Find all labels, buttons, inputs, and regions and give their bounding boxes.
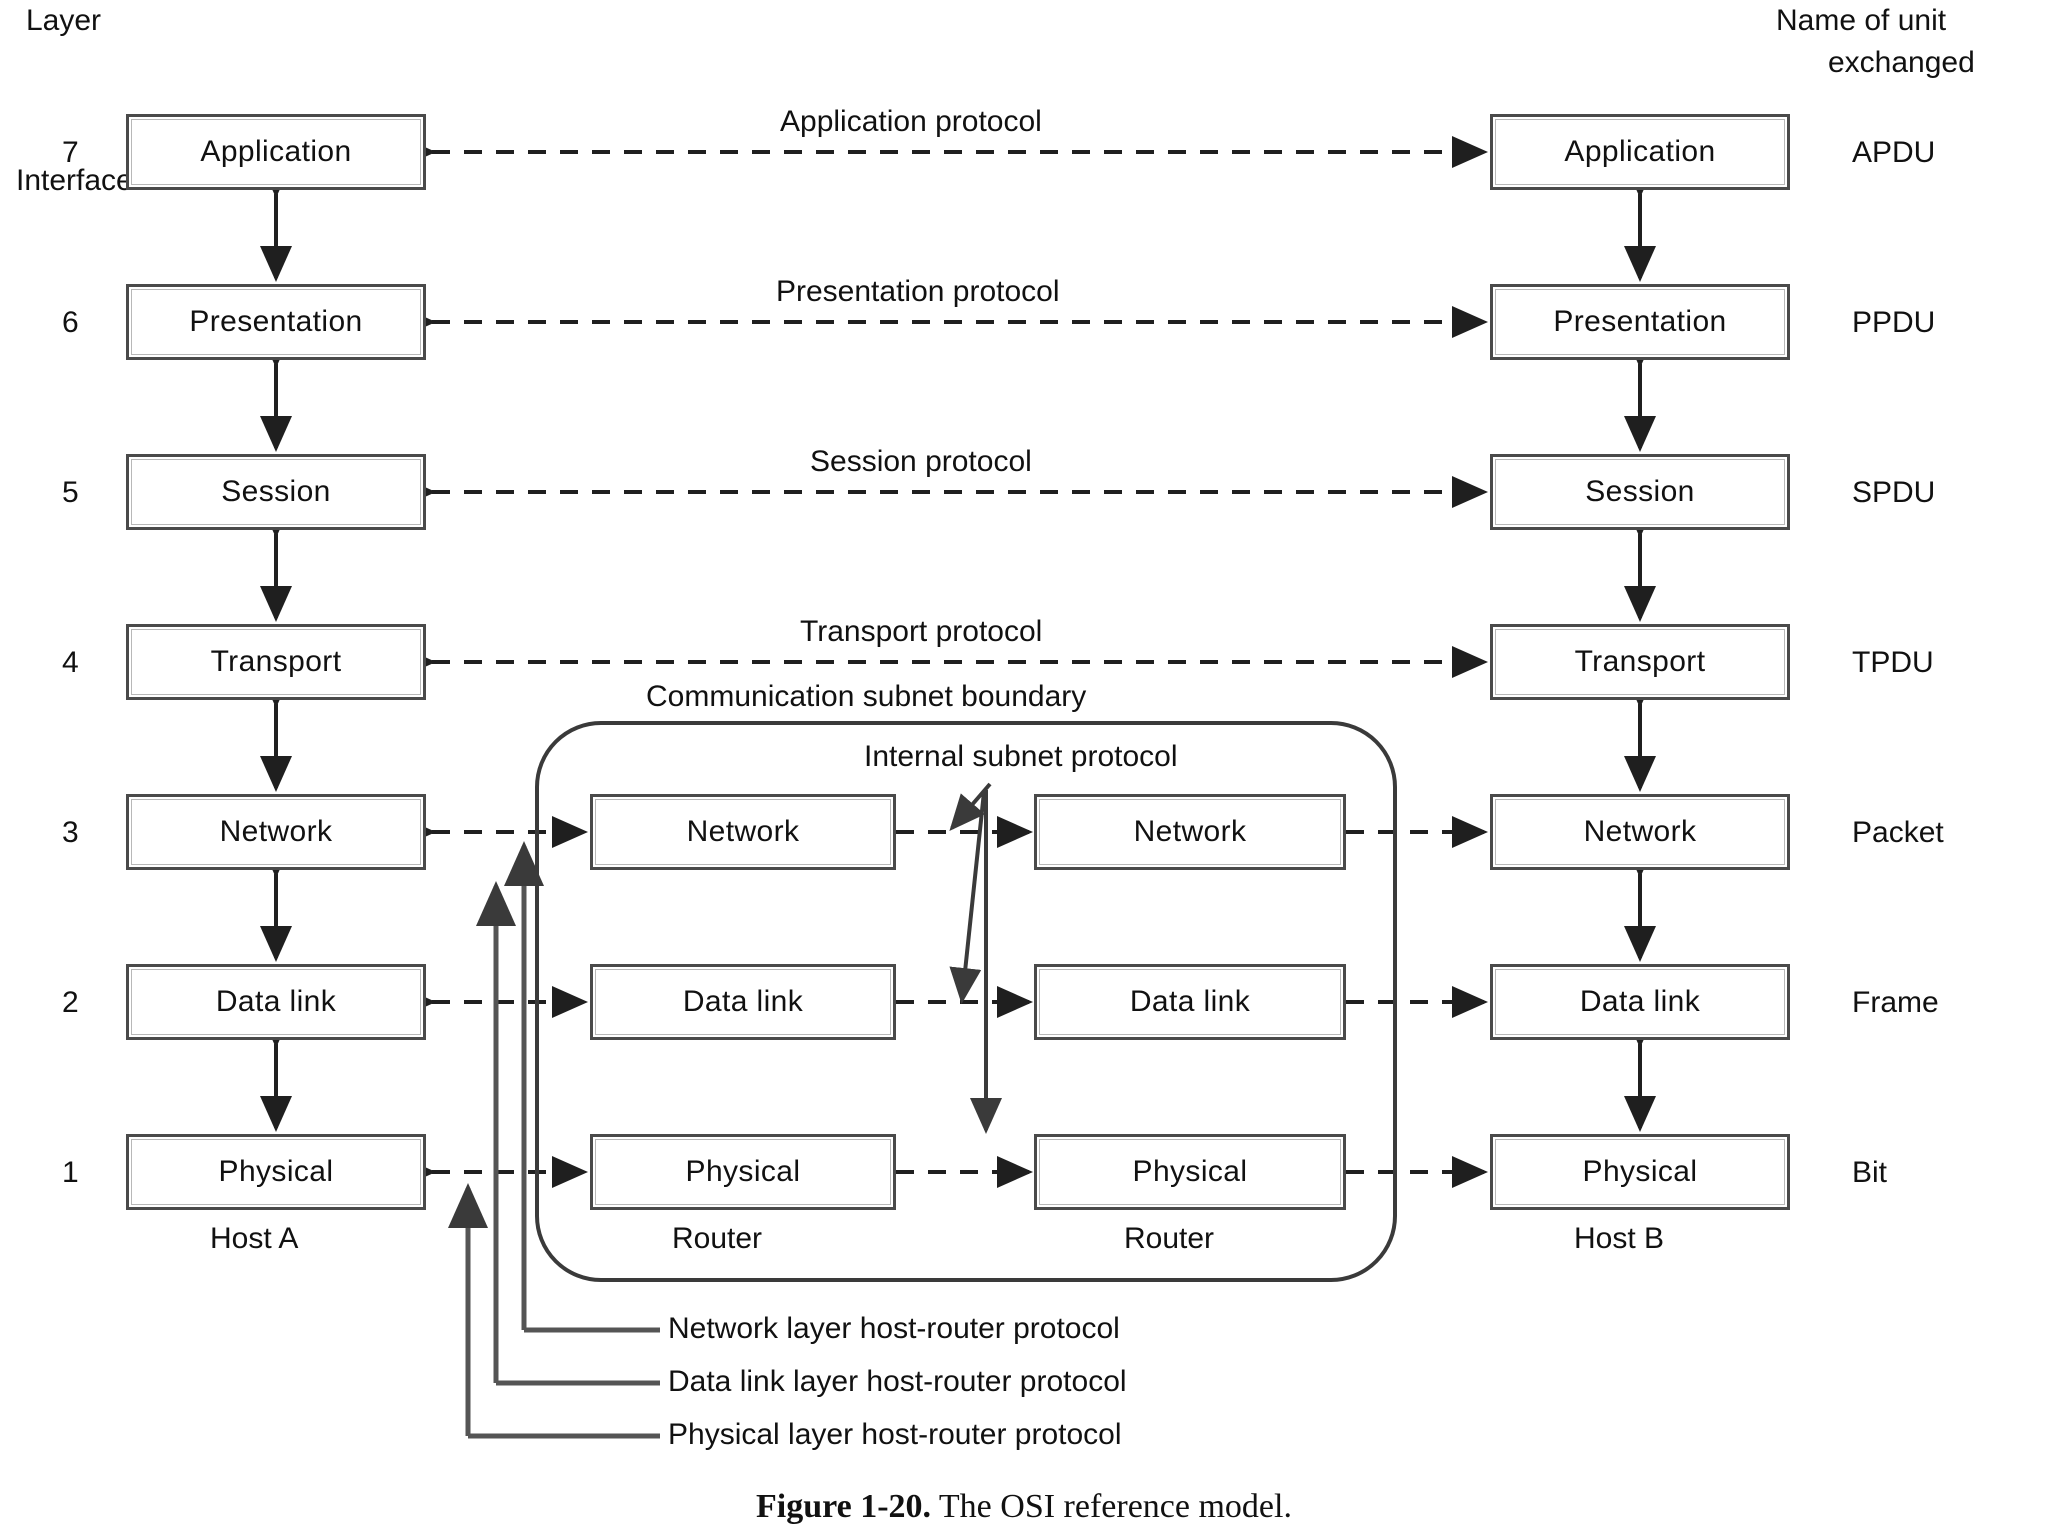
figure-caption-number: Figure 1-20. — [756, 1488, 932, 1525]
host-b-layer-session-label: Session — [1585, 475, 1695, 508]
host-b-layer-presentation[interactable]: Presentation — [1490, 284, 1790, 360]
unit-column-header-line1: Name of unit — [1776, 4, 1947, 37]
unit-column-header-line2: exchanged — [1828, 46, 1975, 79]
router-right-layer-data-link[interactable]: Data link — [1034, 964, 1346, 1040]
unit-ppdu: PPDU — [1852, 306, 1936, 339]
host-b-layer-data-link-label: Data link — [1579, 985, 1701, 1018]
unit-bit: Bit — [1852, 1156, 1888, 1189]
router-right-layer-network-label: Network — [1133, 815, 1247, 848]
host-b-layer-physical-label: Physical — [1582, 1155, 1698, 1188]
host-a-layer-physical[interactable]: Physical — [126, 1134, 426, 1210]
host-a-layer-application-label: Application — [200, 135, 352, 168]
unit-apdu: APDU — [1852, 136, 1936, 169]
host-a-layer-data-link-label: Data link — [215, 985, 337, 1018]
protocol-label-application: Application protocol — [780, 105, 1042, 138]
host-b-layer-network[interactable]: Network — [1490, 794, 1790, 870]
host-b-layer-physical[interactable]: Physical — [1490, 1134, 1790, 1210]
layer-number-7: 7 — [62, 136, 79, 169]
host-b-layer-transport-label: Transport — [1574, 645, 1706, 678]
host-a-layer-session-label: Session — [221, 475, 331, 508]
figure-caption: Figure 1-20. The OSI reference model. — [0, 1488, 2048, 1526]
host-a-layer-data-link[interactable]: Data link — [126, 964, 426, 1040]
host-b-layer-presentation-label: Presentation — [1553, 305, 1727, 338]
host-router-protocol-physical: Physical layer host-router protocol — [668, 1418, 1122, 1451]
router-left-layer-physical[interactable]: Physical — [590, 1134, 896, 1210]
router-right-layer-physical[interactable]: Physical — [1034, 1134, 1346, 1210]
host-b-label: Host B — [1574, 1222, 1665, 1255]
router-left-layer-network[interactable]: Network — [590, 794, 896, 870]
protocol-label-session: Session protocol — [810, 445, 1032, 478]
router-right-layer-network[interactable]: Network — [1034, 794, 1346, 870]
router-left-layer-data-link-label: Data link — [682, 985, 804, 1018]
layer-number-2: 2 — [62, 986, 79, 1019]
layer-number-4: 4 — [62, 646, 79, 679]
internal-subnet-protocol-label: Internal subnet protocol — [864, 740, 1178, 773]
router-left-layer-physical-label: Physical — [685, 1155, 801, 1188]
host-a-layer-presentation-label: Presentation — [189, 305, 363, 338]
unit-tpdu: TPDU — [1852, 646, 1934, 679]
host-a-label: Host A — [210, 1222, 299, 1255]
host-b-layer-data-link[interactable]: Data link — [1490, 964, 1790, 1040]
router-right-layer-data-link-label: Data link — [1129, 985, 1251, 1018]
host-router-protocol-network: Network layer host-router protocol — [668, 1312, 1120, 1345]
router-left-label: Router — [672, 1222, 763, 1255]
unit-packet: Packet — [1852, 816, 1944, 849]
host-a-layer-session[interactable]: Session — [126, 454, 426, 530]
host-b-layer-application[interactable]: Application — [1490, 114, 1790, 190]
host-b-layer-network-label: Network — [1583, 815, 1697, 848]
subnet-boundary-label: Communication subnet boundary — [646, 680, 1087, 713]
interface-label: Interface — [16, 164, 133, 197]
host-a-layer-transport-label: Transport — [210, 645, 342, 678]
host-a-layer-network[interactable]: Network — [126, 794, 426, 870]
host-a-layer-application[interactable]: Application — [126, 114, 426, 190]
layer-number-5: 5 — [62, 476, 79, 509]
router-right-layer-physical-label: Physical — [1132, 1155, 1248, 1188]
host-a-layer-physical-label: Physical — [218, 1155, 334, 1188]
layer-column-header: Layer — [26, 4, 102, 37]
layer-number-6: 6 — [62, 306, 79, 339]
router-left-layer-network-label: Network — [686, 815, 800, 848]
host-a-layer-presentation[interactable]: Presentation — [126, 284, 426, 360]
unit-spdu: SPDU — [1852, 476, 1936, 509]
figure-caption-text: The OSI reference model. — [931, 1488, 1292, 1525]
layer-number-1: 1 — [62, 1156, 79, 1189]
host-a-layer-network-label: Network — [219, 815, 333, 848]
host-b-layer-application-label: Application — [1564, 135, 1716, 168]
router-right-label: Router — [1124, 1222, 1215, 1255]
host-router-protocol-data-link: Data link layer host-router protocol — [668, 1365, 1127, 1398]
unit-frame: Frame — [1852, 986, 1939, 1019]
router-left-layer-data-link[interactable]: Data link — [590, 964, 896, 1040]
layer-number-3: 3 — [62, 816, 79, 849]
protocol-label-presentation: Presentation protocol — [776, 275, 1060, 308]
host-a-layer-transport[interactable]: Transport — [126, 624, 426, 700]
host-b-layer-session[interactable]: Session — [1490, 454, 1790, 530]
protocol-label-transport: Transport protocol — [800, 615, 1043, 648]
host-b-layer-transport[interactable]: Transport — [1490, 624, 1790, 700]
